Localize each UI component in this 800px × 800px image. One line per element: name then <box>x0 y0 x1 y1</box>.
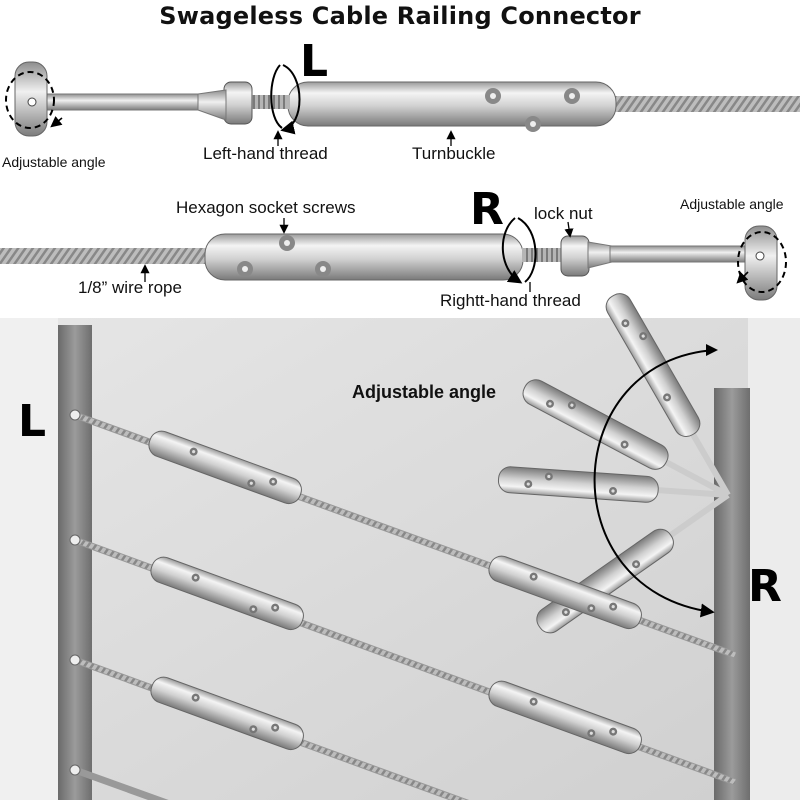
lock-nut-label: lock nut <box>534 204 593 223</box>
swivel-rod <box>39 93 201 111</box>
hex-socket-screw-icon <box>525 116 541 132</box>
cable-run <box>69 409 737 659</box>
rotation-arrow-icon <box>501 217 523 284</box>
hex-socket-screw-icon <box>315 261 331 277</box>
wire-rope-top <box>612 96 800 112</box>
cable-run <box>69 654 470 800</box>
top-connector-diagram <box>5 61 800 146</box>
rotation-indicator <box>5 71 55 129</box>
cable-run <box>69 764 169 800</box>
cable-run <box>69 534 737 786</box>
lock-nut <box>560 235 590 277</box>
rotation-arrow-icon <box>280 64 301 135</box>
right-thread-label: Rightt-hand thread <box>440 291 581 310</box>
photo-right-letter: R <box>748 561 782 612</box>
photo-adjustable-angle-label: Adjustable angle <box>352 382 497 402</box>
threaded-rod <box>250 95 290 109</box>
hex-socket-screw-icon <box>564 88 580 104</box>
hex-socket-screw-icon <box>237 261 253 277</box>
photo-left-letter: L <box>18 396 47 447</box>
turnbuckle-label: Turnbuckle <box>412 144 496 163</box>
left-thread-label: Left-hand thread <box>203 144 328 163</box>
middle-connector-diagram <box>0 217 787 301</box>
adjustable-angle-label-right: Adjustable angle <box>680 196 784 212</box>
turnbuckle-body-right <box>204 233 524 281</box>
rotation-indicator-right <box>737 231 787 293</box>
hex-nut <box>223 81 253 125</box>
adjustable-angle-demo <box>497 288 731 639</box>
adjustable-angle-label: Adjustable angle <box>2 154 106 170</box>
installation-photo <box>0 288 800 800</box>
wire-rope-middle <box>0 248 212 264</box>
angle-arc-arrow <box>593 349 716 618</box>
hex-socket-screw-icon <box>279 235 295 251</box>
mounting-tab-right <box>744 225 778 301</box>
right-side-letter: R <box>470 184 504 235</box>
left-side-letter: L <box>300 36 329 87</box>
page-title: Swageless Cable Railing Connector <box>159 2 641 30</box>
wire-rope-label: 1/8” wire rope <box>78 278 182 297</box>
left-post <box>58 325 92 800</box>
right-post <box>714 388 750 800</box>
swivel-rod-right <box>609 245 761 263</box>
turnbuckle-body <box>287 81 617 127</box>
hexagon-screws-label: Hexagon socket screws <box>176 198 356 217</box>
hex-socket-screw-icon <box>485 88 501 104</box>
